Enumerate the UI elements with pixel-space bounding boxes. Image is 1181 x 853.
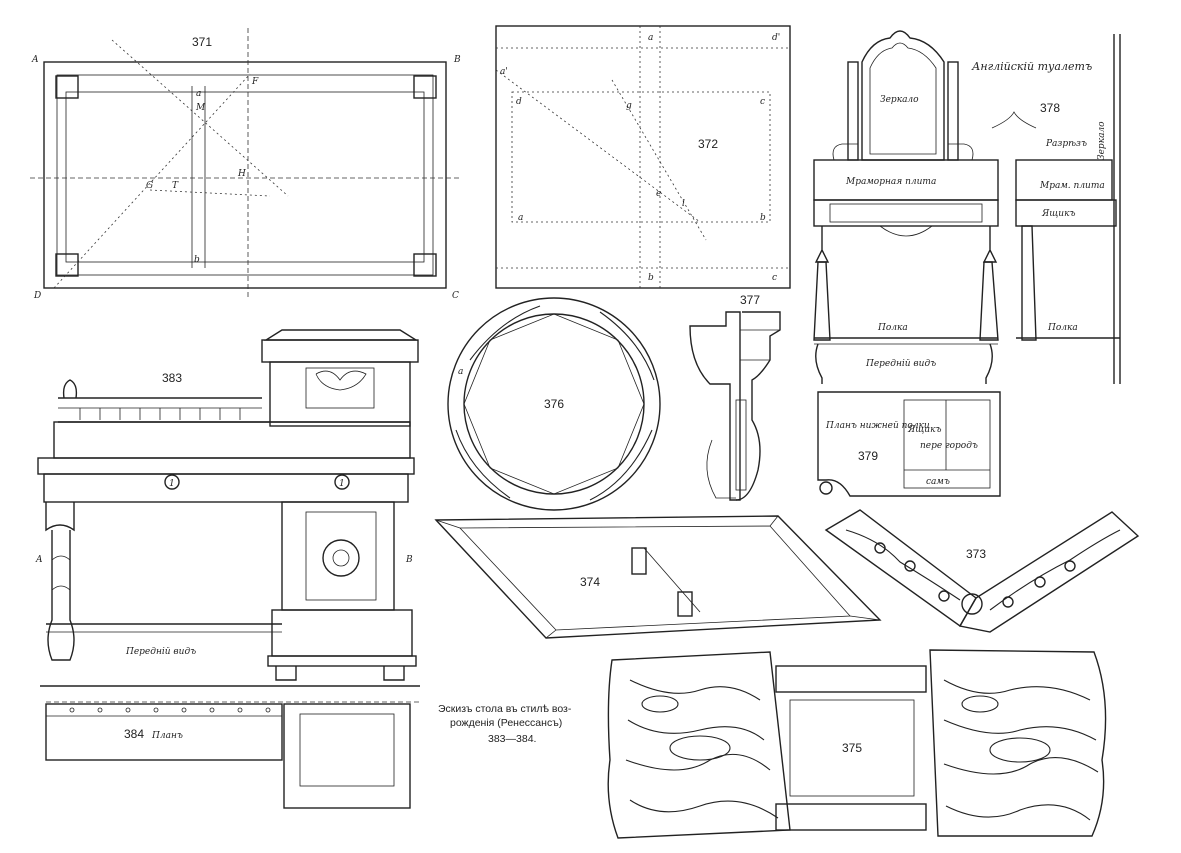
label-marble-side: Мрам. плита [1039,181,1105,191]
figure-378: Англійскій туалетъ 378 Зеркало Мраморная… [813,30,1121,384]
label-front-view: Передній видъ [865,359,936,369]
point-letter-g: g [626,101,632,111]
plate-caption: Эскизъ стола въ стилѣ воз- рожденія (Рен… [438,703,572,745]
figure-number-371: 371 [192,35,212,49]
figure-number-372: 372 [698,137,718,151]
point-letter-c-right: c [760,97,765,107]
figure-number-383: 383 [162,371,182,385]
figure-number-374: 374 [580,575,600,589]
figure-376: 376 a [447,297,661,511]
point-letter-h: H [237,169,246,179]
figure-375: 375 [607,649,1107,839]
point-letter-l: l [682,199,685,209]
side-letter-b: B [405,555,413,565]
label-drawer: Ящикъ [1041,209,1075,219]
dressing-table-title: Англійскій туалетъ [971,60,1092,73]
point-letter-a-376: a [458,367,463,377]
corner-letter-d: D [33,291,41,301]
figure-number-377: 377 [740,293,760,307]
label-mirror-side: Зеркало [1097,121,1107,160]
figure-373: 373 [824,509,1140,633]
point-letter-a-top: a [648,33,653,43]
wood-grain-left [625,679,779,819]
point-letter-a: a [196,89,201,99]
medallion-right: 1 [339,479,345,489]
point-letter-f: F [251,77,259,87]
figure-number-384: 384 [124,727,144,741]
label-shelf-side: Полка [1047,323,1078,333]
label-plan-384: Планъ [151,731,183,741]
wood-grain-right [943,679,1099,821]
side-letter-a: A [35,555,43,565]
point-letter-e: e [656,189,661,199]
corner-letter-a: A [31,55,39,65]
caption-line-2: рожденія (Ренессансъ) [450,717,562,729]
label-marble-slab: Мраморная плита [845,177,936,187]
label-partition: пере городъ [920,441,978,451]
medallion-left: 1 [169,479,175,489]
figure-number-373: 373 [966,547,986,561]
corner-letter-b: B [453,55,461,65]
figure-379: Планъ нижней полки Ящикъ пере городъ сам… [817,391,1001,497]
figure-384: 384 Планъ [45,701,420,809]
figure-374: 374 [434,515,882,639]
label-mirror: Зеркало [880,95,919,105]
point-letter-c-corner: c [772,273,777,283]
point-letter-b-bottom: b [648,273,654,283]
gallery-spindles [79,408,241,420]
point-letter-b-right: b [760,213,766,223]
point-letter-m: M [195,103,206,113]
label-lower-shelf-plan: Планъ нижней полки [825,421,930,431]
corner-letter-c: C [452,291,459,301]
point-letter-t: T [172,181,179,191]
figure-number-375: 375 [842,741,862,755]
figure-377: 377 [689,293,781,501]
label-front-view-383: Передній видъ [125,647,196,657]
caption-line-3: 383—384. [488,733,536,745]
label-bottom: самъ [926,477,950,487]
point-letter-b: b [194,255,200,265]
point-letter-g: G [146,181,153,191]
figure-372: 372 a a' d d' c g e l a b b c [495,25,791,289]
point-letter-a-prime: a' [500,67,508,77]
label-drawer-379: Ящикъ [907,425,941,435]
label-section: Разрѣзъ [1045,139,1087,149]
figure-number-376: 376 [544,397,564,411]
caption-line-1: Эскизъ стола въ стилѣ воз- [438,703,572,715]
point-letter-d-prime: d' [772,33,780,43]
point-letter-a-bottom: a [518,213,523,223]
figure-371: 371 A B C D F a M G H T b [30,28,461,301]
figure-number-379: 379 [858,449,878,463]
label-shelf-front: Полка [877,323,908,333]
figure-383: 1 1 383 A B Передній видъ [35,329,420,687]
point-letter-d: d [516,97,522,107]
figure-number-378: 378 [1040,101,1060,115]
